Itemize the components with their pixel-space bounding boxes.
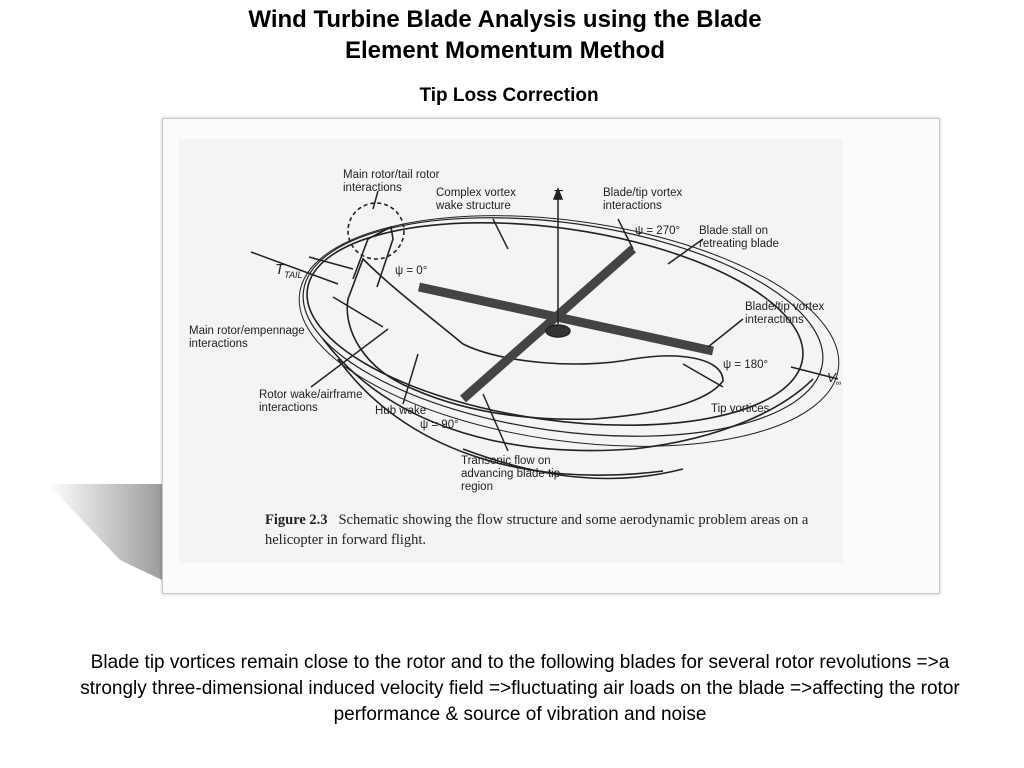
label-v-inf-sub: ∞ (835, 378, 842, 388)
label-psi-90: ψ = 90° (420, 419, 459, 431)
label-t-tail-sub: TAIL (284, 270, 303, 280)
label-rotor-wake-airframe: Rotor wake/airframe interactions (259, 389, 363, 414)
label-hub-wake: Hub wake (375, 405, 427, 417)
label-thrust: T (553, 187, 563, 204)
figure-caption: Figure 2.3 Schematic showing the flow st… (265, 510, 855, 550)
helicopter-diagram (250, 186, 840, 480)
slide-subtitle: Tip Loss Correction (419, 85, 599, 106)
label-psi-0: ψ = 0° (395, 265, 428, 277)
label-v-inf-main: V (827, 370, 836, 385)
label-psi-180: ψ = 180° (723, 359, 769, 371)
body-paragraph: Blade tip vortices remain close to the r… (80, 652, 960, 725)
label-blade-tip-top: Blade/tip vortex interactions (603, 187, 683, 212)
label-main-rotor-tail: Main rotor/tail rotor interactions (343, 169, 440, 194)
label-blade-tip-right: Blade/tip vortex interactions (745, 301, 825, 326)
label-t-tail-main: T (275, 261, 285, 278)
title-line-2: Element Momentum Method (344, 37, 665, 64)
caption-text: Schematic showing the flow structure and… (265, 512, 809, 548)
slide-title: Wind Turbine Blade Analysis using the Bl… (0, 4, 1010, 66)
label-complex-vortex: Complex vortex wake structure (436, 187, 516, 212)
caption-label: Figure 2.3 (265, 512, 328, 528)
label-tip-vortices: Tip vortices (711, 403, 770, 415)
label-main-rotor-empennage: Main rotor/empennage interactions (189, 325, 305, 350)
label-t-tail: TTAIL (275, 261, 303, 282)
label-blade-stall: Blade stall on retreating blade (699, 225, 779, 250)
figure-image: Main rotor/tail rotor interactions Compl… (162, 118, 940, 594)
label-v-inf: V∞ (827, 371, 841, 390)
label-psi-270: ψ = 270° (635, 225, 681, 237)
label-transonic: Transonic flow on advancing blade tip re… (461, 455, 561, 493)
title-line-1: Wind Turbine Blade Analysis using the Bl… (248, 6, 762, 33)
